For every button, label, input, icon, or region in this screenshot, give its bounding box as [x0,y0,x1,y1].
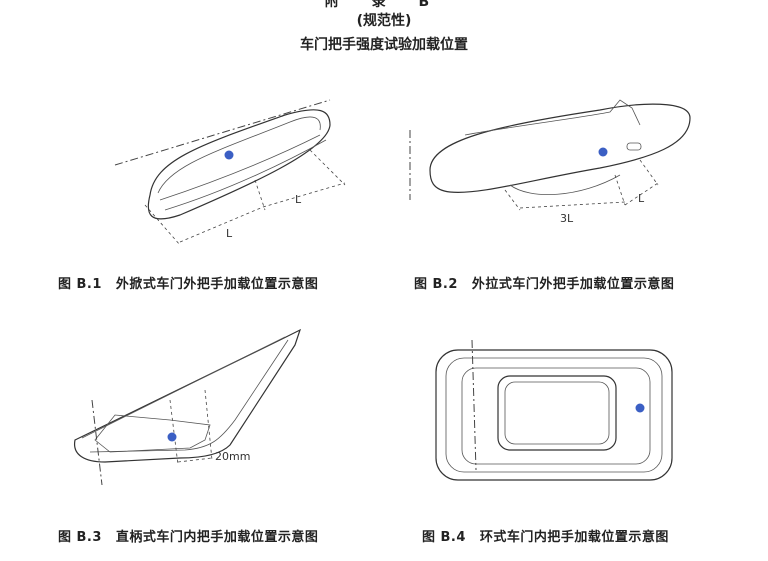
figure-caption-b1: 图 B.1 外掀式车门外把手加载位置示意图 [58,273,318,292]
handle-outline [435,349,673,481]
handle-outline [147,109,331,220]
axis-line [91,399,103,486]
dimension-label: L [638,192,645,205]
dimension-label: 3L [560,212,574,225]
axis-line [471,339,477,471]
appendix-label: 附 录 B [324,0,444,10]
figure-caption-text: 环式车门内把手加载位置示意图 [479,530,669,545]
figure-caption-text: 外拉式车门外把手加载位置示意图 [471,277,675,292]
axis-line [114,99,331,166]
figure-number: 图 B.2 [414,277,458,292]
load-point [224,150,234,160]
figure-caption-b3: 图 B.3 直柄式车门内把手加载位置示意图 [58,526,318,545]
figure-caption-text: 外掀式车门外把手加载位置示意图 [115,277,319,292]
dimension-label: 20mm [215,450,250,463]
handle-outline [74,328,302,463]
normative-label: (规范性) [356,13,412,29]
figure-number: 图 B.1 [58,277,102,292]
load-point [598,147,608,157]
load-point [635,403,645,413]
handle-outline [429,103,691,193]
dimension-label: L [226,227,233,240]
figure-caption-b2: 图 B.2 外拉式车门外把手加载位置示意图 [414,273,674,292]
figure-caption-b4: 图 B.4 环式车门内把手加载位置示意图 [422,526,669,545]
page-title: 车门把手强度试验加载位置 [300,37,468,53]
load-point [167,432,177,442]
dimension-label: L [295,193,302,206]
figure-number: 图 B.4 [422,530,466,545]
figure-caption-text: 直柄式车门内把手加载位置示意图 [115,530,319,545]
figure-number: 图 B.3 [58,530,102,545]
